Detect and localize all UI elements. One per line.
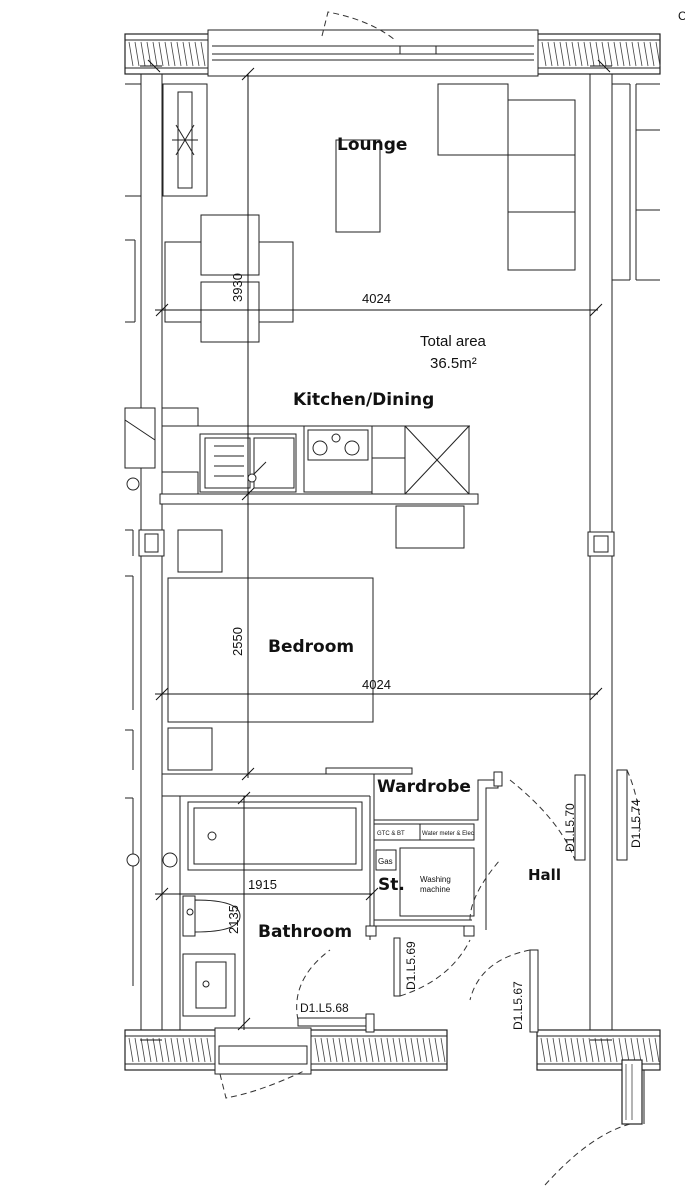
room-label-hall: Hall (528, 866, 561, 884)
room-label-bathroom: Bathroom (258, 922, 352, 942)
top-wall (124, 11, 661, 77)
toilet (182, 895, 241, 937)
bottom-wall (124, 1027, 661, 1186)
door-label-d1-l5-68: D1.L5.68 (300, 1001, 349, 1015)
sofa (437, 83, 576, 271)
room-label-lounge: Lounge (337, 135, 407, 155)
partitions (162, 767, 628, 1033)
door-swings (296, 769, 641, 1021)
dim-bathroom-width: 1915 (248, 877, 277, 892)
corner-mark: C (678, 9, 685, 23)
total-area-label: Total area (420, 333, 487, 350)
tv-unit (162, 83, 208, 197)
coffee-table (335, 139, 381, 233)
room-label-bedroom: Bedroom (268, 637, 354, 657)
water-meter-label: Water meter & Elec (422, 831, 474, 837)
dim-bedroom-width: 4024 (362, 677, 391, 692)
kitchen-counter (159, 407, 479, 549)
gas-label: Gas (378, 857, 393, 866)
dining-table (164, 214, 294, 343)
room-label-store: St. (378, 875, 405, 895)
dim-lounge-width: 4024 (362, 291, 391, 306)
washing-machine-label-1: Washing (420, 875, 451, 884)
bath (179, 796, 363, 1030)
dim-lounge-depth: 3930 (230, 273, 245, 302)
door-label-d1-l5-74: D1.L5.74 (629, 799, 643, 848)
total-area-value: 36.5m² (430, 355, 477, 372)
dim-bedroom-depth: 2550 (230, 627, 245, 656)
door-label-d1-l5-67: D1.L5.67 (511, 981, 525, 1030)
dimension-lines (140, 59, 612, 1041)
door-label-d1-l5-69: D1.L5.69 (404, 941, 418, 990)
washing-machine-label-2: machine (420, 885, 451, 894)
room-label-kitchen: Kitchen/Dining (293, 390, 434, 410)
dim-bathroom-depth: 2135 (226, 905, 241, 934)
bed (167, 529, 374, 771)
right-wall (587, 74, 660, 1030)
gtc-bt-label: GTC & BT (377, 831, 405, 837)
basin (182, 953, 236, 1017)
room-label-wardrobe: Wardrobe (377, 777, 471, 797)
left-wall (124, 74, 178, 1030)
door-label-d1-l5-70: D1.L5.70 (563, 803, 577, 852)
